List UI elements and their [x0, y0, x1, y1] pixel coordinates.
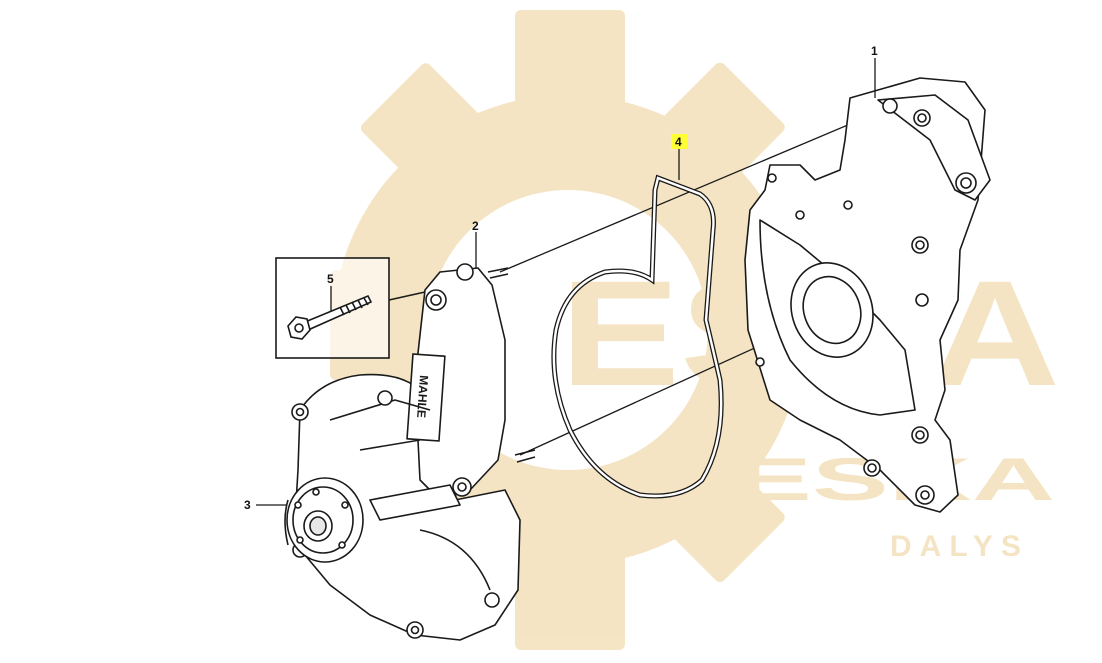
part-5-detail-box — [275, 257, 426, 359]
bolt-icon — [287, 294, 373, 340]
part-stamp-text: MAHLE — [414, 375, 431, 419]
callout-leaders — [256, 58, 876, 506]
part-1-housing — [744, 77, 991, 513]
callout-4-highlight — [671, 134, 687, 149]
part-2-pump-body: MAHLE — [291, 263, 536, 641]
callout-3-label: 3 — [244, 498, 251, 512]
part-3-pulley-hub — [284, 477, 364, 563]
watermark-sub-text: DALYS — [890, 530, 1029, 563]
callout-labels: 1 2 3 4 5 — [244, 44, 878, 512]
callout-1-label: 1 — [871, 44, 878, 58]
callout-5-label: 5 — [327, 272, 334, 286]
part-4-gasket — [551, 174, 724, 499]
callout-4-label: 4 — [675, 135, 682, 149]
callout-2-label: 2 — [472, 219, 479, 233]
